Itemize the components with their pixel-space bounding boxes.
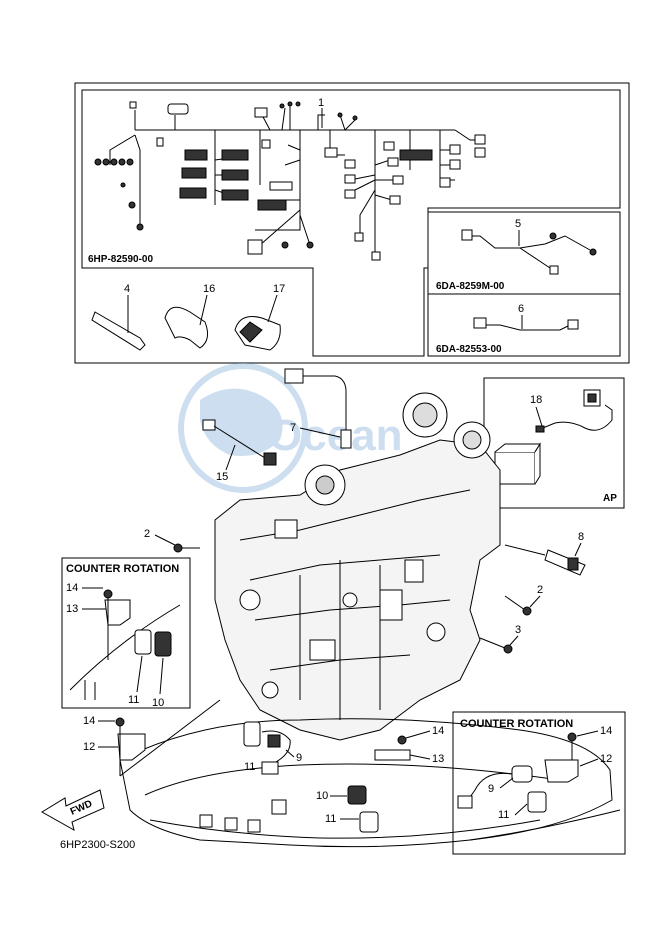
bolt-2-left: 2 — [144, 528, 200, 553]
callout-10-center: 10 — [316, 790, 328, 802]
counter-rotation-right-title: COUNTER ROTATION — [460, 718, 573, 730]
counter-rotation-left-title: COUNTER ROTATION — [66, 563, 179, 575]
callout-6: 6 — [518, 303, 524, 315]
bolt-2-right: 2 — [504, 584, 543, 616]
sensor-8: 8 — [504, 531, 586, 576]
cable-holder-17: 17 — [234, 283, 285, 351]
callout-11-center: 11 — [325, 813, 336, 825]
sub-harness-a: 5 6DA-8259M-00 — [436, 218, 597, 292]
bracket-group-left: 14 12 11 9 — [83, 699, 302, 777]
center-group: 14 13 10 11 — [316, 725, 444, 833]
sub-harness-a-code: 6DA-8259M-00 — [436, 281, 505, 292]
sensor-7: 7 — [284, 368, 352, 449]
callout-13-left: 13 — [66, 603, 78, 615]
callout-18: 18 — [530, 394, 542, 406]
diagram-code: 6HP2300-S200 — [60, 839, 135, 851]
counter-rotation-right: COUNTER ROTATION 14 12 9 11 — [452, 711, 626, 855]
engine-block — [214, 392, 501, 741]
callout-7: 7 — [290, 422, 296, 434]
sub-harness-b: 6 6DA-82553-00 — [436, 303, 579, 355]
callout-14-left-2: 14 — [83, 715, 95, 727]
callout-12-right: 12 — [600, 753, 612, 765]
callout-14-left: 14 — [66, 582, 78, 594]
callout-2-right: 2 — [537, 584, 543, 596]
callout-14-right: 14 — [600, 725, 612, 737]
callout-16: 16 — [203, 283, 215, 295]
main-harness-code: 6HP-82590-00 — [88, 254, 153, 265]
callout-14-center: 14 — [432, 725, 444, 737]
callout-12-left: 12 — [83, 741, 95, 753]
callout-15: 15 — [216, 471, 228, 483]
callout-10-left: 10 — [152, 697, 164, 709]
rod-15: 15 — [202, 419, 277, 483]
callout-3: 3 — [515, 624, 521, 636]
ap-inset: 18 AP — [483, 377, 625, 509]
kit-panel: 1 6HP-82590-00 5 6DA-8259M-00 6 6DA-8255… — [74, 82, 630, 364]
callout-11-left: 11 — [244, 761, 255, 773]
callout-13-center: 13 — [432, 753, 444, 765]
fwd-arrow: FWD — [41, 789, 105, 832]
callout-2-left: 2 — [144, 528, 150, 540]
main-wire-harness — [109, 104, 480, 255]
callout-5: 5 — [515, 218, 521, 230]
callout-11-right: 11 — [498, 809, 509, 821]
watermark: Ocean — [178, 363, 403, 493]
lower-cowling — [119, 718, 613, 848]
callout-9-right: 9 — [488, 783, 494, 795]
cable-tie: 4 — [91, 283, 146, 351]
bolt-3: 3 — [479, 624, 521, 654]
main-harness-connectors — [94, 101, 486, 261]
callout-1: 1 — [318, 97, 324, 109]
sub-harness-b-box — [427, 293, 621, 357]
callout-4: 4 — [124, 283, 130, 295]
cable-holder-16: 16 — [164, 283, 215, 349]
sub-harness-b-code: 6DA-82553-00 — [436, 344, 502, 355]
ap-label: AP — [603, 493, 617, 504]
callout-9-left: 9 — [296, 752, 302, 764]
callout-8: 8 — [578, 531, 584, 543]
counter-rotation-left: COUNTER ROTATION 14 13 11 10 — [61, 557, 191, 709]
callout-17: 17 — [273, 283, 285, 295]
callout-11-left-inset: 11 — [128, 694, 139, 706]
